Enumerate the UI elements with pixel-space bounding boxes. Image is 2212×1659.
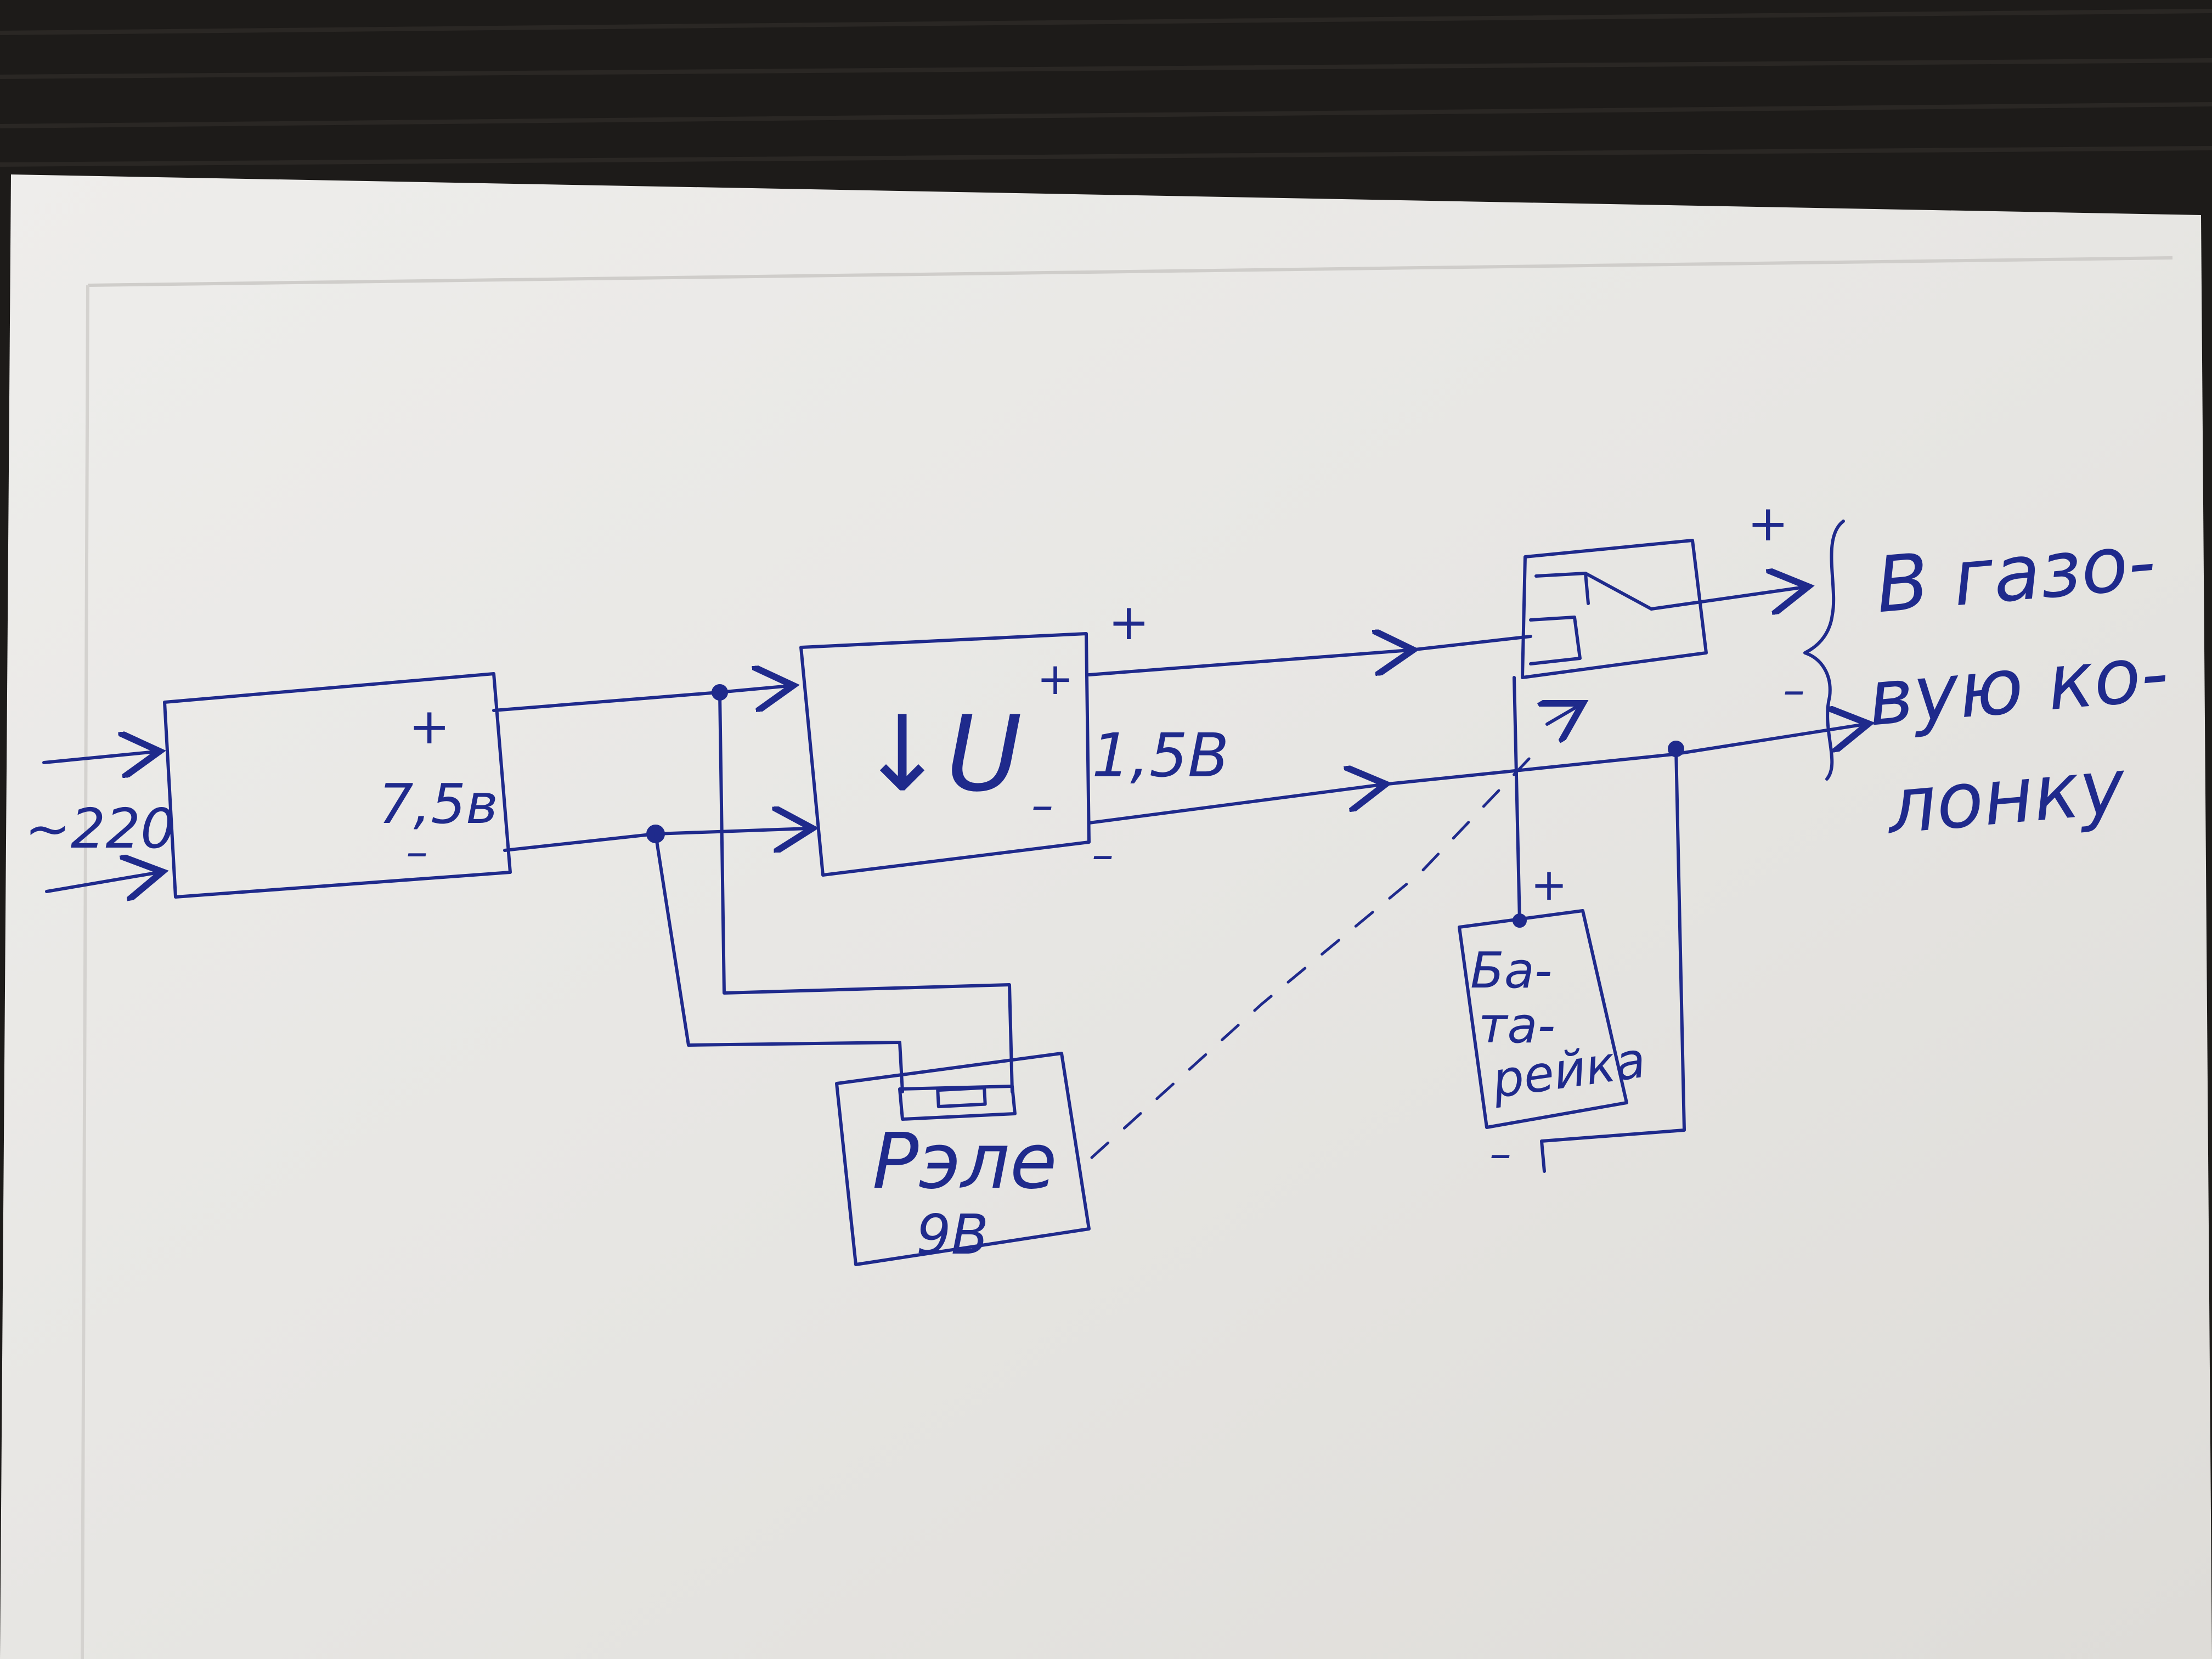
- destination-plus-label: +: [1747, 495, 1788, 552]
- paper-fold-line-left: [81, 285, 89, 1659]
- destination-brace: [1803, 520, 1845, 781]
- battery-plus-label: +: [1531, 859, 1567, 910]
- input-label: ~220: [25, 797, 176, 861]
- power-supply-box: [163, 672, 512, 899]
- relay-voltage-label: 9В: [916, 1203, 989, 1267]
- relay-box: [835, 1052, 1091, 1266]
- output-minus-label: –: [1092, 829, 1114, 880]
- battery-label-line-1: Ба-: [1470, 942, 1552, 1000]
- regulator-plus-label: +: [1037, 653, 1074, 704]
- paper-fold-line: [87, 256, 2173, 287]
- destination-label-line-3: лонку: [1882, 742, 2130, 852]
- psu-voltage-label: 7,5в: [379, 772, 498, 836]
- regulator-minus-label: –: [1031, 780, 1053, 831]
- battery-label-line-2: та-: [1479, 997, 1555, 1054]
- regulator-symbol: ↓U: [859, 693, 1022, 815]
- relay-coil-wires: [654, 691, 1014, 1093]
- input-arrows: [42, 752, 159, 891]
- output-voltage-label: 1,5В: [1092, 720, 1229, 791]
- psu-plus-label: +: [409, 698, 450, 755]
- destination-minus-label: –: [1783, 664, 1805, 715]
- relay-label: Рэле: [872, 1117, 1057, 1206]
- battery-wires: [1513, 676, 1686, 1173]
- regulator-box: [799, 632, 1091, 877]
- battery-minus-label: –: [1489, 1128, 1511, 1179]
- output-plus-label: +: [1108, 594, 1149, 651]
- paper-sheet: [0, 174, 2212, 1659]
- relay-coil-symbol: [936, 1086, 987, 1109]
- psu-minus-label: –: [406, 826, 428, 877]
- relay-switch-box: [1521, 539, 1805, 724]
- battery-box: [1458, 909, 1628, 1129]
